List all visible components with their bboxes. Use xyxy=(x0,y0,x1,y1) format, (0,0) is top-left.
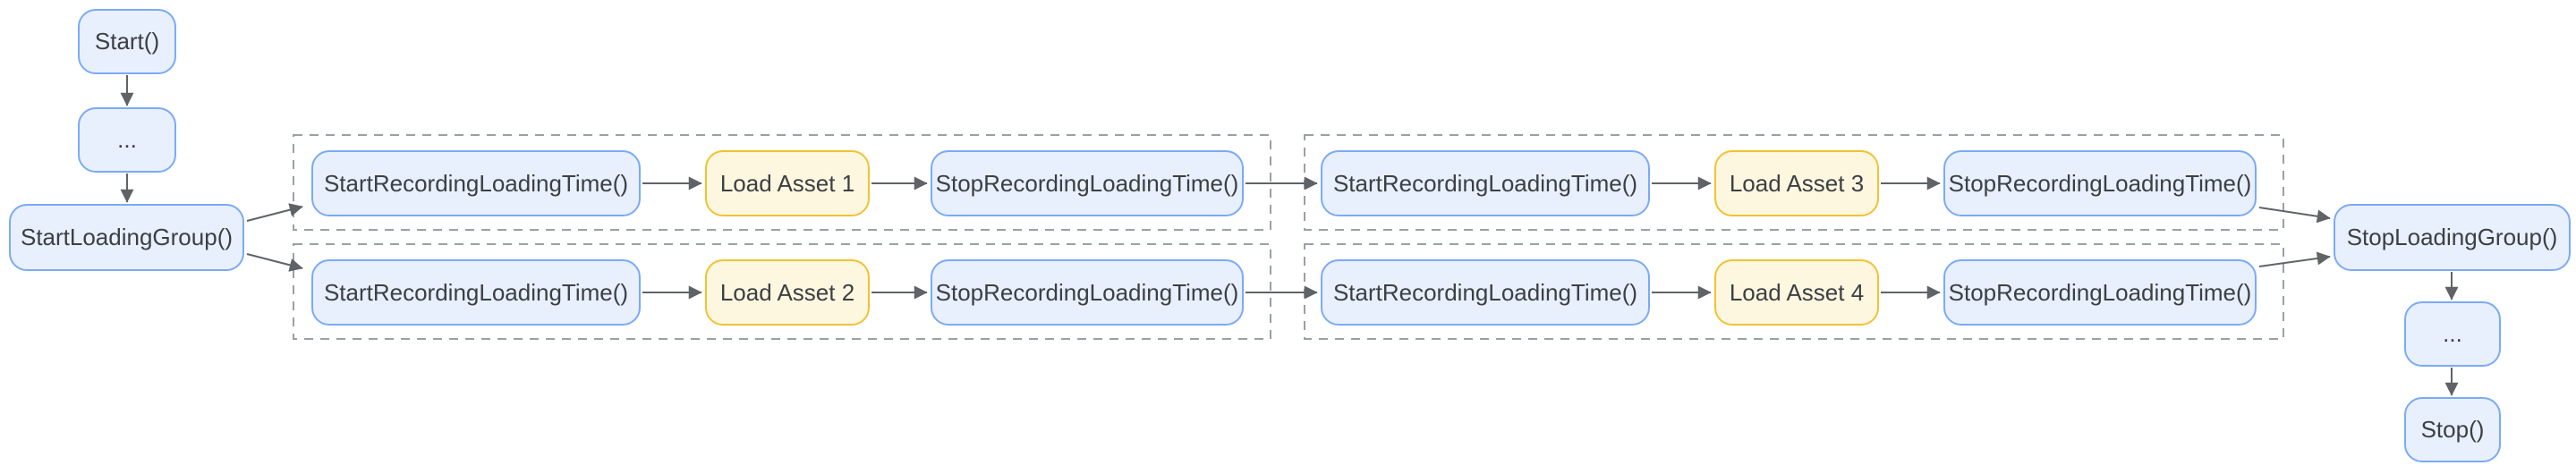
node-stop-loading-group: StopLoadingGroup() xyxy=(2334,204,2571,271)
arrow-start-group-to-row1 xyxy=(246,203,303,222)
arrow-start-group-to-row2 xyxy=(246,253,303,272)
node-start-loading-group: StartLoadingGroup() xyxy=(9,204,244,271)
node-load-asset-3: Load Asset 3 xyxy=(1714,150,1879,216)
node-pre-ellipsis: ... xyxy=(78,107,176,173)
node-post-ellipsis: ... xyxy=(2404,301,2501,367)
node-start-recording-g2r1: StartRecordingLoadingTime() xyxy=(1321,150,1650,216)
node-start-recording-g1r1: StartRecordingLoadingTime() xyxy=(311,150,641,216)
node-stop-recording-g1r1: StopRecordingLoadingTime() xyxy=(931,150,1244,216)
node-load-asset-1: Load Asset 1 xyxy=(705,150,870,216)
group-1-row-2-boundary xyxy=(293,243,1271,340)
node-stop-recording-g2r1: StopRecordingLoadingTime() xyxy=(1943,150,2257,216)
arrow-row1-to-stop-group xyxy=(2258,207,2331,224)
group-1-row-1-boundary xyxy=(293,134,1271,231)
node-start: Start() xyxy=(78,9,176,74)
node-load-asset-2: Load Asset 2 xyxy=(705,259,870,326)
node-stop: Stop() xyxy=(2404,397,2501,462)
node-load-asset-4: Load Asset 4 xyxy=(1714,259,1879,326)
arrow-row2-to-stop-group xyxy=(2258,251,2331,267)
node-start-recording-g2r2: StartRecordingLoadingTime() xyxy=(1321,259,1650,326)
node-stop-recording-g2r2: StopRecordingLoadingTime() xyxy=(1943,259,2257,326)
node-stop-recording-g1r2: StopRecordingLoadingTime() xyxy=(931,259,1244,326)
node-start-recording-g1r2: StartRecordingLoadingTime() xyxy=(311,259,641,326)
